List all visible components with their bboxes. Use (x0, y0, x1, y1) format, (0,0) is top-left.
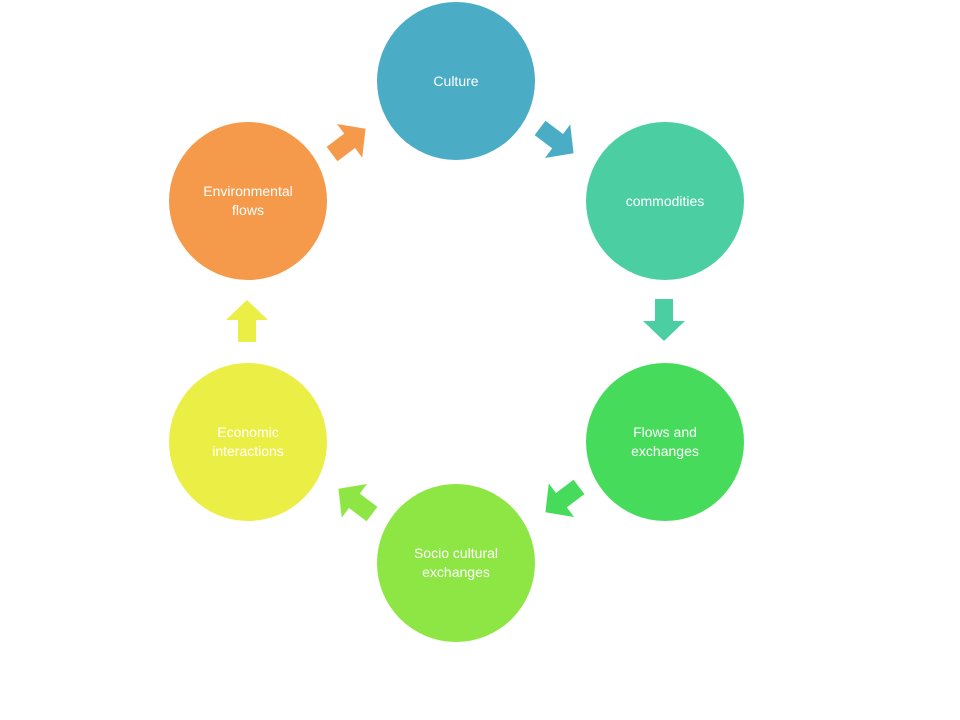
node-culture: Culture (377, 2, 535, 160)
node-label-flows-and-exchanges: Flows and exchanges (631, 424, 699, 459)
arrow-shape (534, 120, 574, 158)
node-label-socio-cultural-exchanges: Socio cultural exchanges (413, 545, 499, 580)
arrow-shape (326, 124, 366, 162)
arrow-shape (338, 484, 378, 522)
node-label-environmental-flows: Environmental flows (203, 183, 293, 218)
arrow-shape (545, 479, 585, 517)
arrow-environment-to-culture (326, 124, 366, 162)
arrow-flows-to-socio (545, 479, 585, 517)
node-socio-cultural-exchanges: Socio cultural exchanges (377, 484, 535, 642)
node-label-commodities: commodities (625, 192, 705, 209)
node-flows-and-exchanges: Flows and exchanges (586, 363, 744, 521)
node-label-culture: Culture (433, 72, 479, 89)
arrow-economic-to-environment (226, 300, 268, 342)
node-label-economic-interactions: Economic interactions (212, 424, 284, 459)
node-environmental-flows: Environmental flows (169, 122, 327, 280)
arrow-shape (226, 300, 268, 342)
arrow-socio-to-economic (338, 484, 378, 522)
arrow-commodities-to-flows (643, 299, 685, 341)
node-commodities: commodities (586, 122, 744, 280)
arrow-shape (643, 299, 685, 341)
node-economic-interactions: Economic interactions (169, 363, 327, 521)
arrow-culture-to-commodities (534, 120, 574, 158)
